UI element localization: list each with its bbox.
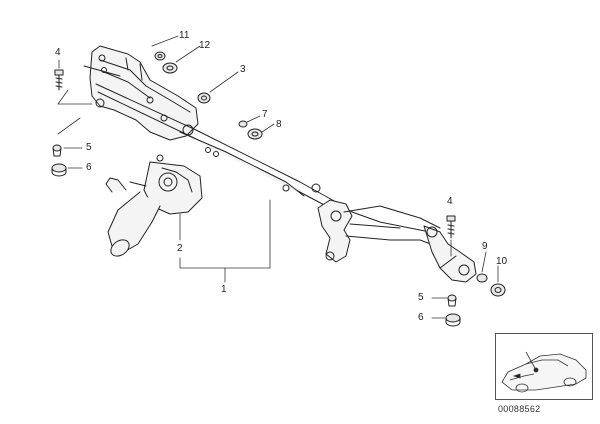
grommet-5-left bbox=[52, 144, 62, 157]
nut-11 bbox=[154, 51, 166, 61]
callout-2: 2 bbox=[177, 243, 183, 254]
callout-5-left: 5 bbox=[86, 142, 92, 153]
callout-9: 9 bbox=[482, 241, 488, 252]
right-pivot-bracket bbox=[423, 225, 477, 283]
callout-3: 3 bbox=[240, 64, 246, 75]
wiper-motor bbox=[105, 154, 203, 257]
vehicle-locator-thumbnail bbox=[495, 333, 593, 400]
washer-6-right bbox=[445, 313, 461, 327]
callout-4-left: 4 bbox=[55, 47, 61, 58]
washer-9 bbox=[476, 273, 488, 283]
nut-12 bbox=[162, 62, 178, 74]
center-crank-bracket bbox=[317, 199, 353, 263]
callout-6-left: 6 bbox=[86, 162, 92, 173]
callout-12: 12 bbox=[199, 40, 211, 51]
callout-8: 8 bbox=[276, 119, 282, 130]
callout-4-right: 4 bbox=[447, 196, 453, 207]
callout-10: 10 bbox=[496, 256, 508, 267]
bolt-4-right bbox=[446, 215, 456, 239]
diagram-number: 00088562 bbox=[498, 404, 541, 414]
nut-10 bbox=[490, 283, 506, 297]
grommet-5-right bbox=[447, 294, 457, 307]
callout-1: 1 bbox=[221, 284, 227, 295]
washer-7 bbox=[238, 120, 248, 128]
grommet-3 bbox=[197, 92, 211, 104]
bolt-4-left bbox=[54, 69, 64, 91]
callout-11: 11 bbox=[179, 30, 190, 41]
left-mounting-bracket bbox=[89, 45, 199, 141]
callout-6-right: 6 bbox=[418, 312, 424, 323]
callout-5-right: 5 bbox=[418, 292, 424, 303]
nut-8 bbox=[247, 128, 263, 140]
callout-7: 7 bbox=[262, 109, 268, 120]
washer-6-left bbox=[51, 163, 67, 177]
